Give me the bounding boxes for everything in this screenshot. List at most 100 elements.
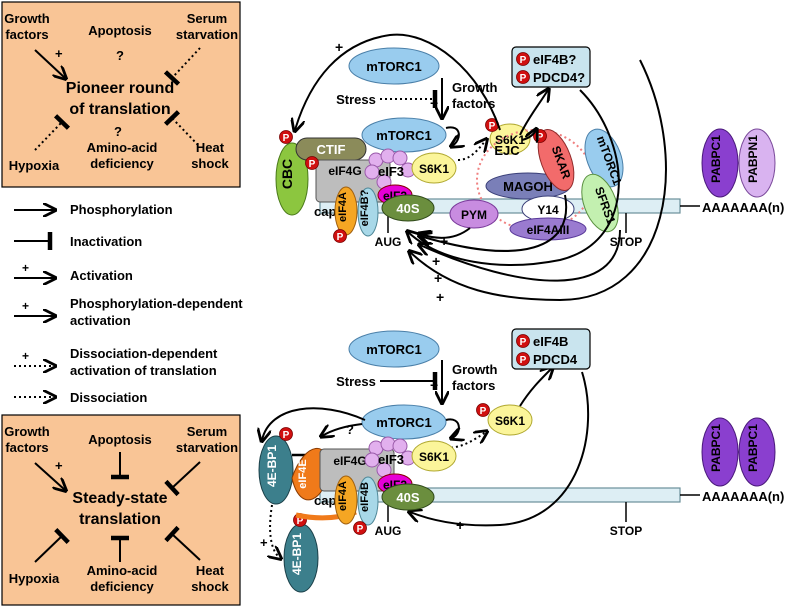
legend-dissociation: Dissociation (70, 390, 147, 405)
plus-sign: + (430, 377, 438, 393)
hypoxia-inhibit (34, 527, 70, 563)
steady-state-panel: AAAAAAA(n) STOP AUG mTORC1 Stress Growth… (258, 328, 784, 593)
legend-phosphorylation: Phosphorylation (70, 202, 173, 217)
p-label: P (283, 430, 290, 441)
skar-node (537, 128, 575, 192)
mtorc1-to-aug-arrow (410, 59, 667, 302)
targets-to-aug-arrow (408, 89, 620, 266)
plus-sign: + (430, 95, 438, 111)
pabpc1-label: PABPC1 (746, 424, 760, 472)
eif3-label: eIF3 (378, 452, 404, 467)
eif4aiii-label: eIF4AIII (527, 223, 570, 237)
pdcd4-target-label: PDCD4 (533, 352, 578, 367)
ctif-label: CTIF (317, 142, 346, 157)
legend-plus: + (22, 299, 29, 313)
p-label: P (480, 406, 487, 417)
4ebp1-bound-node (258, 435, 294, 505)
mtorc1-label: mTORC1 (366, 342, 421, 357)
question-mark-1: ? (116, 48, 124, 63)
40s-label: 40S (396, 201, 419, 216)
plus-sign: + (55, 46, 63, 61)
s6k1-label: S6K1 (495, 414, 525, 428)
eif4b-label: eIF4B (359, 482, 371, 512)
mtorc1-label: mTORC1 (376, 415, 431, 430)
eif4b-node (357, 476, 379, 526)
plus-sign: + (55, 458, 63, 473)
pym-to-40s-arrow (420, 227, 471, 238)
serum-inhibit (164, 461, 201, 497)
p-label: P (297, 516, 304, 527)
pabpn1-label: PABPN1 (746, 135, 760, 183)
4ebp1-label: 4E-BP1 (265, 445, 279, 487)
hypoxia-label: Hypoxia (9, 158, 60, 173)
magoh-label: MAGOH (503, 179, 553, 194)
s6k1-free-node (487, 404, 533, 436)
s6k1-dissociation-arrow (457, 140, 486, 161)
cbc-label: CBC (279, 159, 295, 189)
eif4b-node (357, 187, 379, 237)
hypoxia-inhibit-line (34, 114, 71, 151)
aug-codon: AUG (375, 524, 402, 538)
eif3-label: eIF3 (378, 164, 404, 179)
s6k1-label: S6K1 (419, 450, 449, 464)
ribosome-40s (381, 194, 435, 222)
p-label: P (357, 524, 364, 535)
eif4a-node (334, 475, 358, 525)
ejc-label: EJC (494, 143, 520, 158)
legend-inactivation: Inactivation (70, 234, 142, 249)
mtorc1-mid-node (361, 404, 447, 440)
pym-node (449, 199, 499, 229)
p-label: P (337, 232, 344, 243)
target-box (511, 328, 591, 370)
p-label: P (520, 337, 527, 348)
apoptosis-label: Apoptosis (88, 432, 152, 447)
legend-plus: + (22, 261, 29, 275)
skar-to-aug-arrow (420, 194, 568, 252)
s6k1-to-cbc-arrow (295, 33, 501, 130)
pabpc1-node (738, 417, 776, 487)
growth-arrow (34, 462, 65, 490)
stop-codon: STOP (610, 524, 642, 538)
pabpc1-node (701, 128, 739, 198)
pabpc1-node (701, 417, 739, 487)
pdcd4-target-label: PDCD4? (533, 70, 585, 85)
polya-tail: AAAAAAA(n) (702, 489, 784, 504)
eif3-cluster (364, 148, 416, 190)
mtorc1-label: mTORC1 (366, 59, 421, 74)
p-label: P (537, 132, 544, 143)
pabpc1-label: PABPC1 (709, 424, 723, 472)
40s-label: 40S (396, 490, 419, 505)
mtorc1-label: mTORC1 (376, 128, 431, 143)
s6k1-dissociation-arrow (445, 432, 486, 449)
eif4b-target-label: eIF4B? (533, 52, 576, 67)
serum-inhibit-line (163, 47, 201, 86)
pym-label: PYM (461, 208, 487, 222)
eif4a-label: eIF4A (337, 481, 349, 511)
pabpc1-label: PABPC1 (709, 135, 723, 183)
mtorc1-top-node (348, 330, 440, 368)
stress-label: Stress (336, 374, 376, 389)
s6k1-to-targets-arrow (519, 90, 548, 136)
p-label: P (520, 355, 527, 366)
y14-label: Y14 (537, 203, 559, 217)
s6k1-label: S6K1 (495, 133, 525, 147)
cbc-node (275, 142, 309, 216)
eif4g-label: eIF4G (333, 454, 366, 468)
sfrs1-node (581, 173, 619, 233)
stop-codon: STOP (610, 235, 642, 249)
